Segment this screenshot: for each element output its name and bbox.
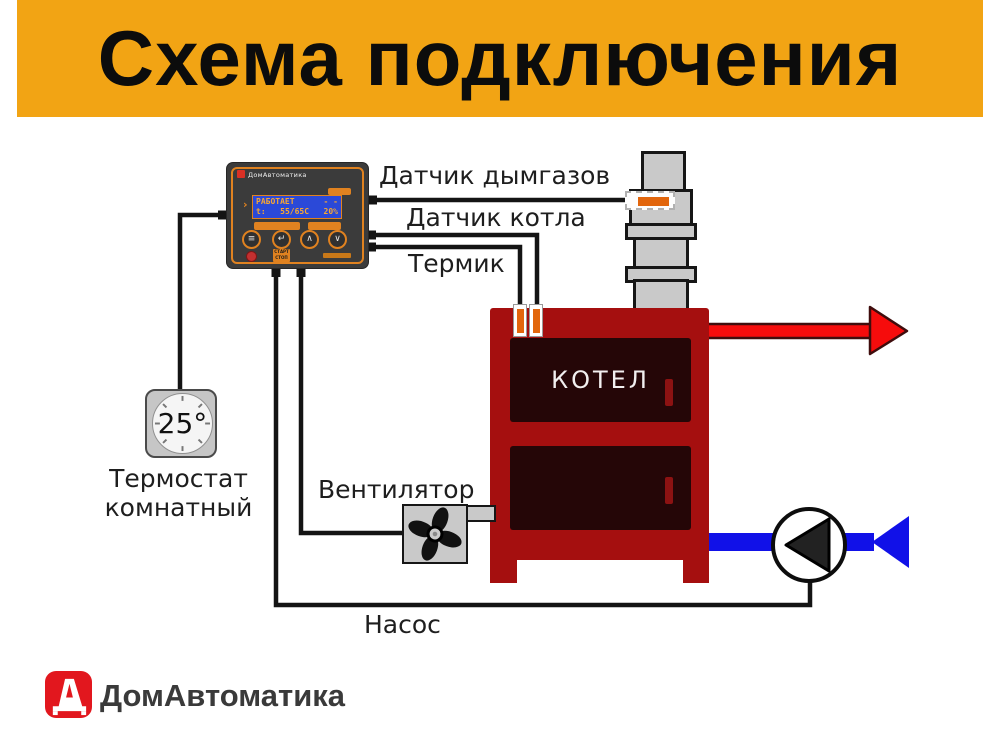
boiler-foot-left xyxy=(490,556,517,583)
pump-impeller-icon xyxy=(784,517,831,573)
label-pump: Насос xyxy=(364,610,441,639)
start-label: СТАРТ xyxy=(274,249,289,254)
brand-logo-icon xyxy=(52,678,87,716)
page-title: Схема подключения xyxy=(97,14,903,102)
boiler-controller: ДомАвтоматика › РАБОТАЕТ - - t: 55/65C 2… xyxy=(227,163,368,268)
flue-gas-probe-icon xyxy=(638,197,669,206)
lcd-power-value: 20% xyxy=(323,207,338,216)
room-thermostat: 25° xyxy=(145,389,217,458)
lcd-temp-prefix: t: xyxy=(256,207,266,216)
menu-button: ≡ xyxy=(242,230,261,249)
thermostat-temperature: 25° xyxy=(157,407,208,440)
supply-arrow xyxy=(702,305,909,356)
chevron-up-icon: ∧ xyxy=(306,234,313,244)
supply-pipe xyxy=(702,322,876,340)
boiler-door-lower xyxy=(510,446,691,530)
label-fan: Вентилятор xyxy=(318,475,475,504)
down-button: ∨ xyxy=(328,230,347,249)
lcd-flags: - - xyxy=(323,197,338,206)
controller-mode-badge xyxy=(328,188,351,195)
fan-icon xyxy=(408,507,462,561)
boiler-foot-right xyxy=(683,556,709,583)
label-boiler-sensor: Датчик котла xyxy=(406,203,586,232)
thermowell-1 xyxy=(513,304,527,337)
menu-icon: ≡ xyxy=(247,234,256,244)
label-thermostat-line1: Термостат xyxy=(109,464,248,493)
label-thermostat: Термостат комнатный xyxy=(96,464,261,522)
stop-label: СТОП xyxy=(275,255,288,260)
wires xyxy=(177,197,813,608)
lcd-status: РАБОТАЕТ xyxy=(256,197,295,206)
controller-model-text-bar xyxy=(323,253,351,258)
fan-wire xyxy=(298,268,404,536)
thermic-wire xyxy=(368,244,523,310)
fan-housing xyxy=(402,504,468,564)
power-indicator-button xyxy=(246,251,257,262)
header-banner: Схема подключения xyxy=(17,0,983,117)
connector-nubs xyxy=(218,195,377,277)
supply-arrowhead-icon xyxy=(868,305,909,356)
up-button: ∧ xyxy=(300,230,319,249)
boiler-door-upper: КОТЕЛ xyxy=(510,338,691,422)
brand-logo xyxy=(45,671,92,718)
brand-name: ДомАвтоматика xyxy=(100,678,346,713)
thermowell-1-probe-icon xyxy=(517,309,524,333)
flue-gas-sensor xyxy=(625,191,675,210)
controller-brand: ДомАвтоматика xyxy=(248,171,307,179)
label-thermostat-line2: комнатный xyxy=(104,493,253,522)
lcd-temp-value: 55/65C xyxy=(280,207,310,216)
start-stop-label: СТАРТ СТОП xyxy=(273,249,290,262)
chimney-base xyxy=(633,279,689,311)
return-arrowhead-icon xyxy=(872,516,909,568)
thermostat-dial: 25° xyxy=(152,393,213,454)
back-button: ↵ xyxy=(272,230,291,249)
chevron-down-icon: ∨ xyxy=(334,234,341,244)
thermowell-2-probe-icon xyxy=(533,309,540,333)
label-flue-sensor: Датчик дымгазов xyxy=(379,161,611,190)
door-handle-upper xyxy=(665,379,673,406)
lcd-display: РАБОТАЕТ - - t: 55/65C 20% xyxy=(252,195,342,219)
back-icon: ↵ xyxy=(277,234,286,244)
controller-logo-icon xyxy=(237,170,245,178)
label-thermic: Термик xyxy=(408,249,505,278)
boiler-sensor-wire xyxy=(368,232,540,310)
controller-frame xyxy=(231,167,364,264)
thermostat-wire xyxy=(177,212,227,389)
lcd-caption-bar-left xyxy=(254,222,300,230)
door-handle-lower xyxy=(665,477,673,504)
lcd-caption-bar-right xyxy=(308,222,341,230)
thermostat-ticks-icon xyxy=(154,395,211,452)
boiler-name-label: КОТЕЛ xyxy=(551,366,650,394)
pump xyxy=(771,507,847,583)
lcd-pointer: › xyxy=(243,198,248,211)
thermowell-2 xyxy=(529,304,543,337)
pump-wire xyxy=(273,268,813,608)
